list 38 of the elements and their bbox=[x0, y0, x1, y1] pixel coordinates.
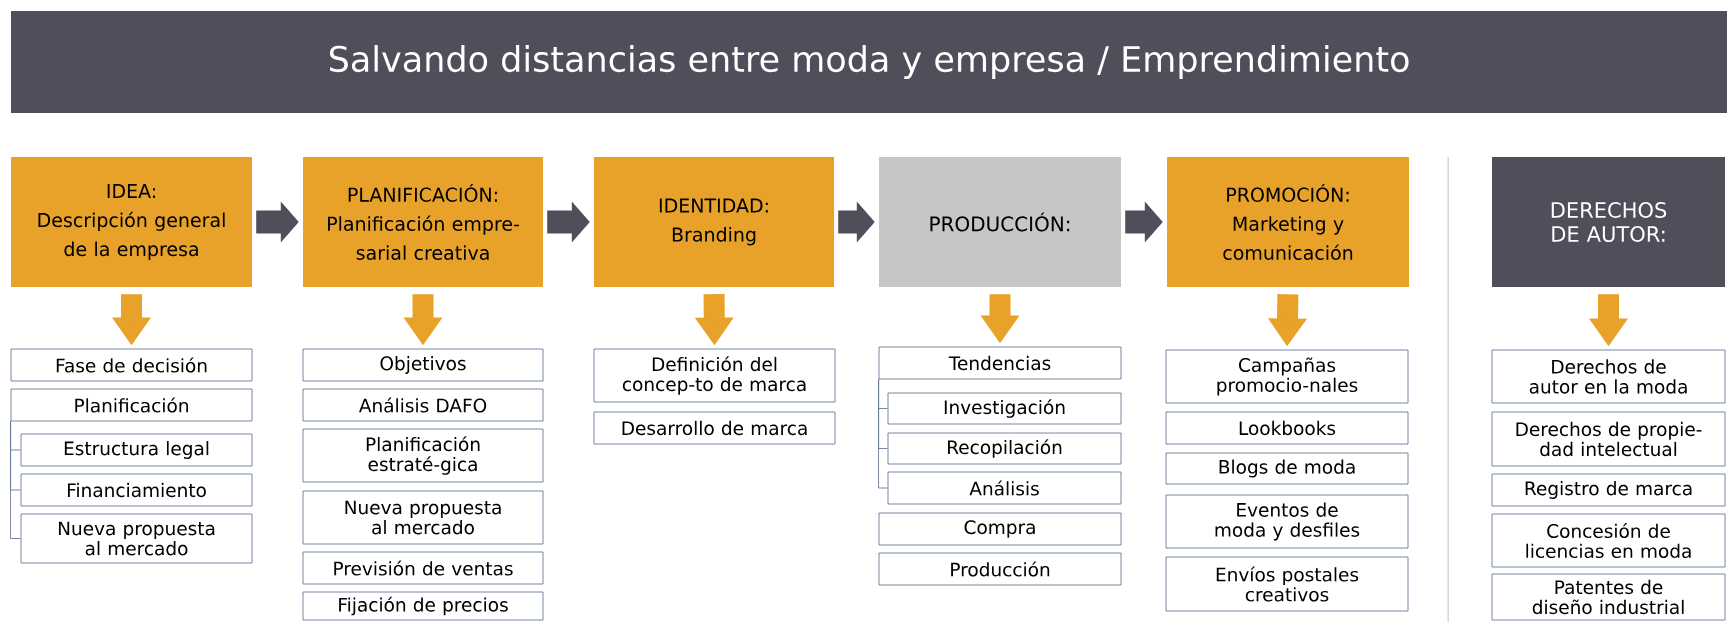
item-box: Lookbooks bbox=[1165, 411, 1409, 445]
item-box: Previsión de ventas bbox=[302, 551, 544, 585]
item-box: Derechos de propie-dad intelectual bbox=[1491, 411, 1726, 467]
stage-box: PRODUCCIÓN: bbox=[879, 157, 1121, 287]
item-box: Financiamiento bbox=[20, 473, 253, 507]
title-banner: Salvando distancias entre moda y empresa / Emprendimiento bbox=[11, 11, 1727, 113]
stage-box: IDEA: Descripción general de la empresa bbox=[11, 157, 252, 287]
item-box: Derechos de autor en la moda bbox=[1491, 349, 1726, 404]
item-box: Nueva propuesta al mercado bbox=[20, 513, 253, 564]
item-box: Compra bbox=[878, 512, 1122, 546]
tree-line bbox=[10, 421, 21, 539]
item-box: Desarrollo de marca bbox=[593, 411, 836, 445]
stage-box: DERECHOS DE AUTOR: bbox=[1492, 157, 1725, 287]
tree-line bbox=[878, 379, 888, 489]
stage-box: PROMOCIÓN: Marketing y comunicación bbox=[1167, 157, 1409, 287]
stage-box: PLANIFICACIÓN: Planificación empre-sarial creativa bbox=[303, 157, 543, 287]
item-box: Concesión de licencias en moda bbox=[1491, 513, 1726, 568]
item-box: Registro de marca bbox=[1491, 473, 1726, 507]
item-box: Definición del concep-to de marca bbox=[593, 348, 836, 403]
item-box: Análisis bbox=[887, 471, 1122, 505]
item-box: Estructura legal bbox=[20, 433, 253, 467]
item-box: Blogs de moda bbox=[1165, 452, 1409, 485]
item-box: Producción bbox=[878, 552, 1122, 586]
item-box: Investigación bbox=[887, 392, 1122, 425]
item-box: Recopilación bbox=[887, 432, 1122, 465]
item-box: Envíos postales creativos bbox=[1165, 556, 1409, 612]
item-box: Campañas promocio-nales bbox=[1165, 349, 1409, 404]
item-box: Eventos de moda y desfiles bbox=[1165, 494, 1409, 549]
item-box: Fase de decisión bbox=[10, 348, 253, 382]
item-box: Objetivos bbox=[302, 348, 544, 382]
stage-box: IDENTIDAD: Branding bbox=[594, 157, 834, 287]
item-box: Fijación de precios bbox=[302, 591, 544, 621]
item-box: Patentes de diseño industrial bbox=[1491, 573, 1726, 621]
item-box: Nueva propuesta al mercado bbox=[302, 490, 544, 545]
item-box: Planificación bbox=[10, 388, 253, 422]
item-box: Planificación estraté-gica bbox=[302, 428, 544, 483]
item-box: Análisis DAFO bbox=[302, 388, 544, 422]
item-box: Tendencias bbox=[878, 346, 1122, 380]
